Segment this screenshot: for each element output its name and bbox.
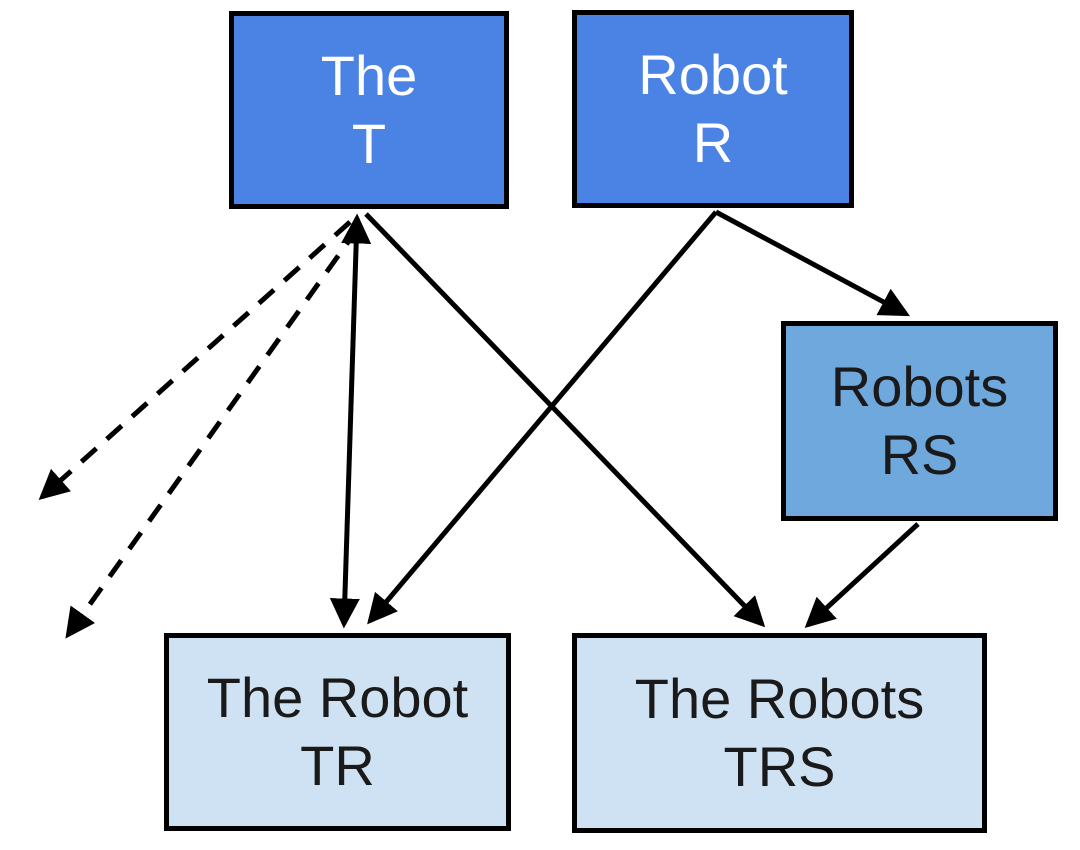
node-robot-r-label-line1: Robot [638,42,788,106]
node-robot-r: Robot R [572,10,854,208]
edge-t-tr-arrow [329,213,372,629]
node-the-t-label-line2: T [351,112,387,175]
node-the-t-label-line1: The [320,43,418,107]
node-robots-rs-label-line1: Robots [830,354,1009,418]
node-robots-rs: Robots RS [781,321,1058,521]
node-the-t: The T [229,11,509,209]
edge-t-offscreen-dashed-arrow-2 [65,226,361,639]
edge-r-rs-arrow [714,209,910,317]
node-the-robots-trs-label-line2: TRS [723,735,836,798]
node-the-robots-trs: The Robots TRS [572,633,987,833]
node-the-robots-trs-label-line1: The Robots [634,666,925,730]
edge-t-trs-arrow [364,212,766,628]
edge-t-offscreen-dashed-arrow-1 [38,220,352,500]
node-robot-r-label-line2: R [692,111,734,174]
edge-r-tr-arrow [367,210,718,625]
edge-rs-trs-arrow [804,522,920,629]
node-the-robot-tr-label-line1: The Robot [206,665,469,729]
node-robots-rs-label-line2: RS [880,423,959,486]
node-the-robot-tr-label-line2: TR [300,734,375,797]
node-the-robot-tr: The Robot TR [164,633,511,831]
